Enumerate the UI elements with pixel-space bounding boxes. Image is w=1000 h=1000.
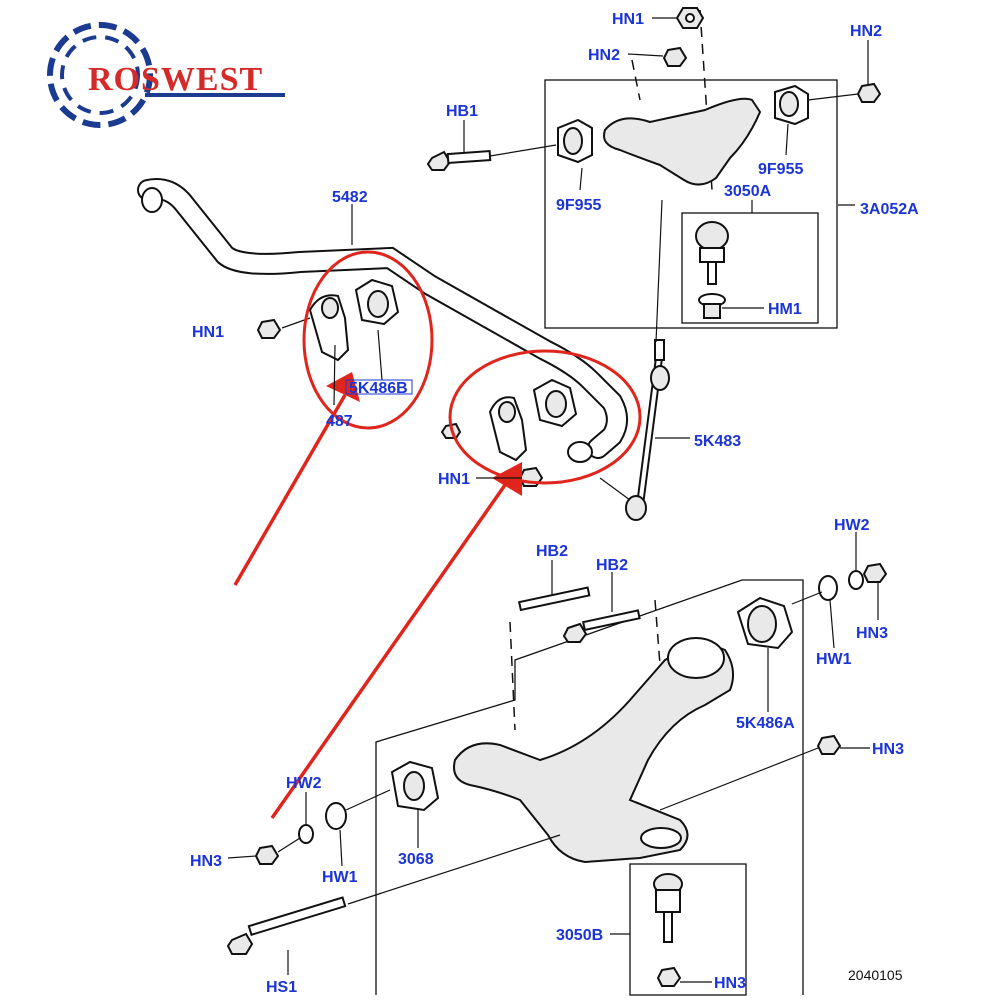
stabilizer-bushing-right: [532, 378, 578, 428]
hn3-left-nut: [254, 844, 280, 865]
lower-ball-joint: [653, 873, 683, 987]
roswest-logo: ROSWEST: [47, 22, 285, 128]
label-hw1-right: HW1: [816, 651, 852, 668]
label-hw2-left: HW2: [286, 775, 322, 792]
hb2-bolt-left: [517, 586, 591, 612]
label-9f955-right: 9F955: [758, 161, 803, 178]
label-hn2-right: HN2: [850, 23, 882, 40]
hn2-right-nut: [856, 82, 882, 103]
label-hn3-bottom: HN3: [714, 975, 746, 992]
label-3068: 3068: [398, 851, 434, 868]
hn3-right-nut: [862, 562, 888, 583]
hw2-right-washer: [848, 570, 864, 590]
ball-joint-kit-box: [681, 212, 819, 324]
label-hn3-right: HN3: [856, 625, 888, 642]
label-3050a: 3050A: [724, 183, 772, 200]
label-3a052a: 3A052A: [860, 201, 919, 218]
lower-rear-bushing: [736, 596, 794, 650]
label-hn3-left: HN3: [190, 853, 222, 870]
label-hw1-left: HW1: [322, 869, 358, 886]
label-hs1: HS1: [266, 979, 297, 996]
label-5k486b: 5K486B: [349, 380, 408, 397]
hn1-top-nut: [675, 7, 705, 29]
lower-control-arm: [453, 638, 735, 864]
lower-ball-joint-box: [629, 863, 747, 996]
upper-arm-assembly-box: [544, 79, 838, 329]
hw2-left-washer: [298, 824, 314, 844]
label-hn1-mid: HN1: [438, 471, 470, 488]
label-hm1: HM1: [768, 301, 802, 318]
highlight-circle-left: [302, 250, 434, 430]
stabilizer-link: [567, 339, 670, 521]
label-hb1: HB1: [446, 103, 478, 120]
lower-front-bushing: [390, 760, 440, 812]
label-hb2-right: HB2: [596, 557, 628, 574]
stabilizer-clamp-right: [488, 396, 528, 462]
hb1-bolt: [426, 150, 492, 171]
hn2-top-nut: [662, 46, 688, 67]
label-3050b: 3050B: [556, 927, 603, 944]
upper-bushing-right: [774, 84, 809, 126]
lower-arm-assembly-box: [375, 579, 804, 995]
upper-ball-joint: [695, 221, 729, 319]
hn1-left-nut: [256, 318, 282, 339]
k486b-label-box: [345, 379, 413, 395]
highlight-arrow-left: [233, 372, 360, 586]
lower-arm-rear-bushing: [667, 637, 725, 679]
label-5482: 5482: [332, 189, 368, 206]
upper-bushing-left: [557, 118, 593, 164]
hb2-bolt-right: [562, 609, 641, 643]
label-hn1-top: HN1: [612, 11, 644, 28]
label-hn1-left: HN1: [192, 324, 224, 341]
logo-text: ROSWEST: [88, 61, 263, 98]
upper-control-arm: [603, 97, 762, 186]
hw1-right-washer: [818, 575, 838, 601]
hw1-left-washer: [325, 802, 347, 830]
label-hw2-right: HW2: [834, 517, 870, 534]
hs1-bolt: [226, 896, 347, 955]
label-5k483: 5K483: [694, 433, 741, 450]
diagram-reference-number: 2040105: [848, 967, 903, 983]
hn3-mid-nut: [816, 734, 842, 755]
highlight-arrow-right: [270, 462, 522, 820]
highlight-circle-right: [448, 349, 642, 485]
label-5k486a: 5K486A: [736, 715, 795, 732]
stabilizer-clamp-left: [308, 294, 350, 362]
lower-arm-joint-seat: [640, 827, 682, 849]
stabilizer-bushing-left: [354, 278, 400, 326]
label-hn3-mid: HN3: [872, 741, 904, 758]
label-487: 487: [326, 413, 353, 430]
label-9f955-left: 9F955: [556, 197, 601, 214]
label-hb2-left: HB2: [536, 543, 568, 560]
label-hn2-top: HN2: [588, 47, 620, 64]
